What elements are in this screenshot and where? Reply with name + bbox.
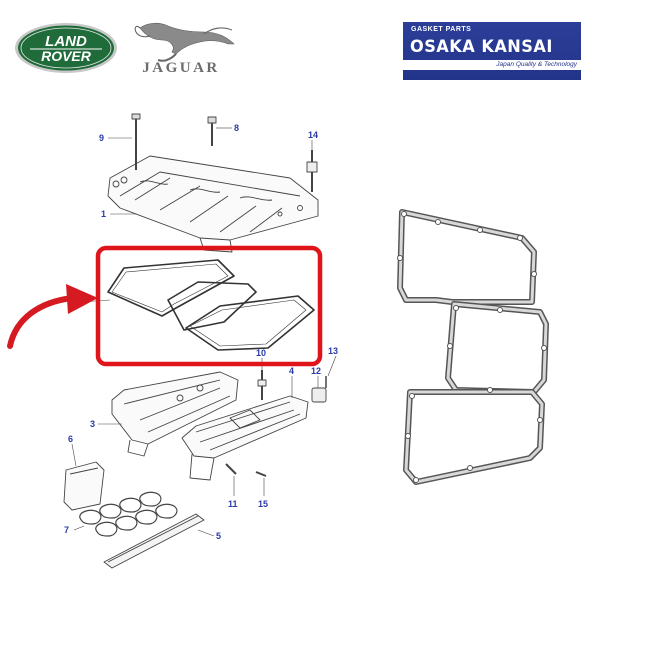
intake-gasket-set bbox=[107, 259, 315, 351]
callout-5: 5 bbox=[216, 531, 221, 541]
callout-3: 3 bbox=[90, 419, 95, 429]
land-rover-logo: LAND ROVER bbox=[15, 23, 117, 73]
callout-12: 12 bbox=[311, 366, 321, 376]
land-rover-line2: ROVER bbox=[41, 48, 92, 64]
callout-13: 13 bbox=[328, 346, 338, 356]
callout-10: 10 bbox=[256, 348, 266, 358]
osaka-kansai-banner: GASKET PARTS OSAKA KANSAI Japan Quality … bbox=[403, 22, 581, 80]
plenum-chamber bbox=[181, 395, 309, 481]
banner-title: OSAKA KANSAI bbox=[410, 37, 553, 57]
lower-intake-manifold bbox=[111, 371, 239, 457]
red-arrow-icon bbox=[7, 295, 75, 349]
callout-7: 7 bbox=[64, 525, 69, 535]
engine-cover-6 bbox=[63, 461, 105, 511]
land-rover-line1: LAND bbox=[45, 33, 87, 50]
red-arrow-head-icon bbox=[66, 284, 98, 314]
callout-4: 4 bbox=[289, 366, 294, 376]
callout-6: 6 bbox=[68, 434, 73, 444]
gasket-photo bbox=[397, 209, 549, 485]
jaguar-leaper-icon bbox=[134, 22, 235, 62]
banner-stripe bbox=[403, 60, 581, 70]
upper-intake-manifold bbox=[107, 155, 319, 253]
seal-strip-5 bbox=[103, 513, 205, 569]
callout-15: 15 bbox=[258, 499, 268, 509]
callout-9: 9 bbox=[99, 133, 104, 143]
banner-tagline: Japan Quality & Technology bbox=[496, 61, 577, 68]
callout-1: 1 bbox=[101, 209, 106, 219]
callout-8: 8 bbox=[234, 123, 239, 133]
jaguar-wordmark: JAGUAR bbox=[142, 60, 220, 76]
exploded-parts-diagram: 9 8 14 1 10 13 4 12 3 6 7 5 11 15 bbox=[7, 113, 338, 569]
highlight-box bbox=[95, 245, 323, 367]
callout-11: 11 bbox=[228, 499, 238, 509]
callout-14: 14 bbox=[308, 130, 318, 140]
port-gaskets bbox=[79, 491, 178, 537]
banner-subtitle: GASKET PARTS bbox=[411, 26, 472, 33]
